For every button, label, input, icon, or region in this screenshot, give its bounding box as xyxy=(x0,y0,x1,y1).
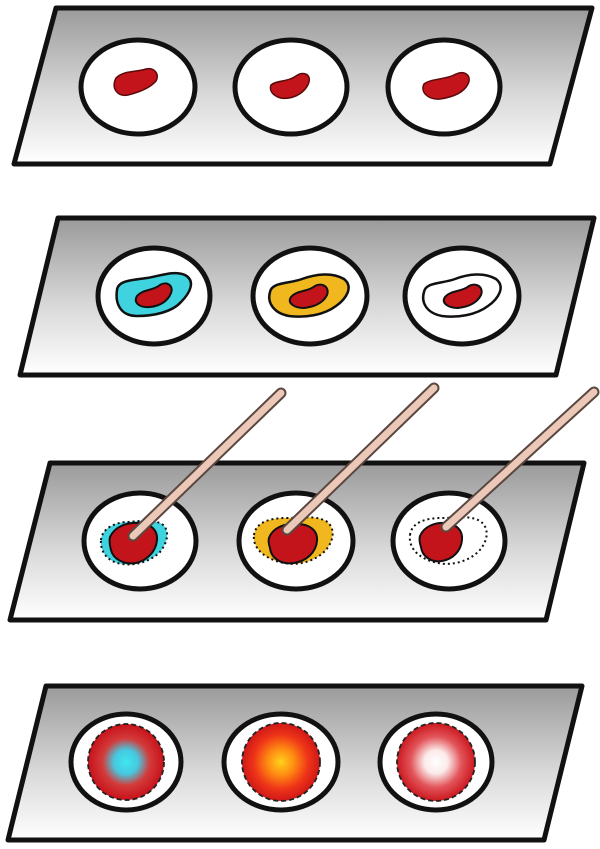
petri-dish-4-1 xyxy=(71,714,181,810)
petri-dish-2-3 xyxy=(405,248,519,344)
petri-dish-1-1 xyxy=(81,40,195,134)
panel-1-samples xyxy=(14,8,592,164)
orange-glow-spot-icon xyxy=(242,723,320,801)
cyan-glow-spot-icon xyxy=(88,724,164,800)
white-glow-spot-icon xyxy=(397,723,475,801)
panel-2-halos xyxy=(20,218,594,375)
petri-dish-4-2 xyxy=(224,714,338,810)
petri-dish-2-1 xyxy=(98,248,210,344)
petri-dish-1-2 xyxy=(235,40,347,134)
panel-4-results xyxy=(8,686,582,840)
petri-dish-2-2 xyxy=(253,248,367,344)
petri-dish-4-3 xyxy=(380,714,492,810)
panel-3-swabs xyxy=(10,388,594,620)
petri-dish-1-3 xyxy=(388,40,500,134)
